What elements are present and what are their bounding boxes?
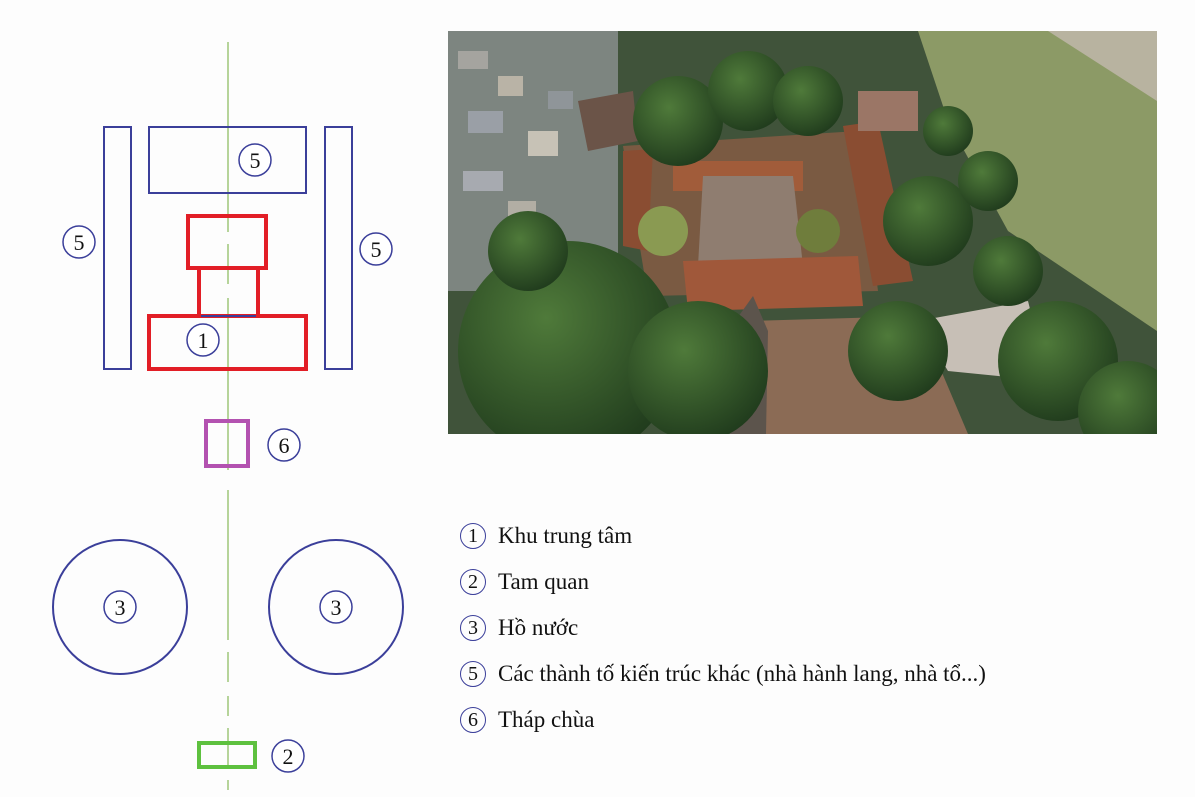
right-wing-rect [324, 126, 353, 370]
left-pond-circle [52, 539, 188, 675]
legend-item-other: 5 Các thành tố kiến trúc khác (nhà hành … [460, 659, 986, 689]
label-6: 6 [279, 433, 290, 458]
central-rear-hall [186, 214, 268, 270]
legend-text-tower: Tháp chùa [498, 707, 595, 732]
legend-num-5: 5 [460, 661, 486, 687]
label-5-left: 5 [74, 230, 85, 255]
legend-text-pond: Hồ nước [498, 615, 579, 640]
label-circle-3-left [103, 590, 137, 624]
legend: 1 Khu trung tâm 2 Tam quan 3 Hồ nước 5 C… [460, 521, 986, 751]
legend-text-gate: Tam quan [498, 569, 590, 594]
label-1: 1 [198, 328, 209, 353]
legend-num-1: 1 [460, 523, 486, 549]
label-circle-5-right [359, 232, 393, 266]
legend-num-2: 2 [460, 569, 486, 595]
legend-item-pond: 3 Hồ nước [460, 613, 986, 643]
left-wing-rect [103, 126, 132, 370]
legend-item-gate: 2 Tam quan [460, 567, 986, 597]
label-circle-5-top [238, 143, 272, 177]
label-circle-1 [186, 323, 220, 357]
tower-rect [204, 419, 250, 468]
label-circle-6 [267, 428, 301, 462]
legend-num-3: 3 [460, 615, 486, 641]
label-5-right: 5 [371, 237, 382, 262]
legend-text-central: Khu trung tâm [498, 523, 633, 548]
site-plan-diagram: 5 5 5 1 6 3 3 2 [52, 42, 404, 790]
rear-building-rect [148, 126, 307, 194]
label-circle-3-right [319, 590, 353, 624]
label-2: 2 [283, 744, 294, 769]
label-5-top: 5 [250, 148, 261, 173]
legend-text-other: Các thành tố kiến trúc khác (nhà hành la… [498, 661, 986, 686]
label-circle-2 [271, 739, 305, 773]
legend-item-central: 1 Khu trung tâm [460, 521, 986, 551]
label-3-left: 3 [115, 595, 126, 620]
label-3-right: 3 [331, 595, 342, 620]
legend-item-tower: 6 Tháp chùa [460, 705, 986, 735]
aerial-photo [448, 31, 1157, 434]
gate-rect [197, 741, 257, 769]
right-pond-circle [268, 539, 404, 675]
legend-num-6: 6 [460, 707, 486, 733]
label-circle-5-left [62, 225, 96, 259]
